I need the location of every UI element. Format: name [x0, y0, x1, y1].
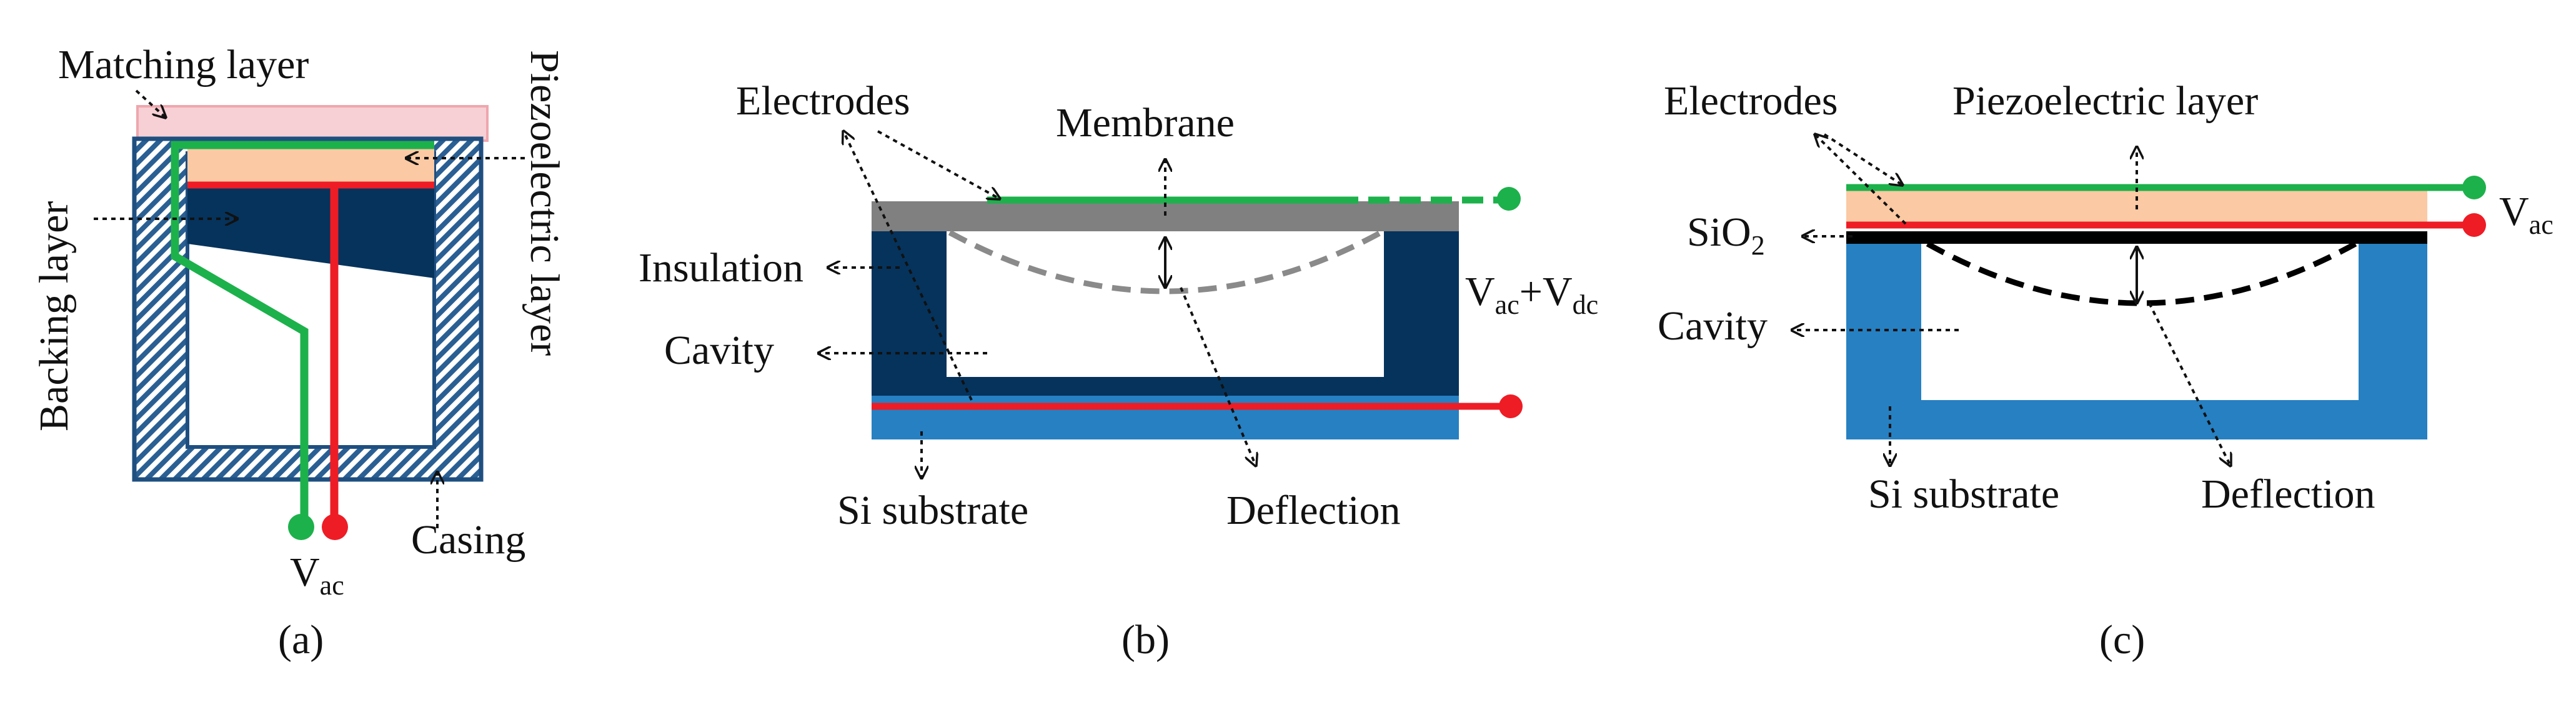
deflection-label-b: Deflection: [1226, 488, 1401, 533]
electrodes-arrow-2: [843, 131, 973, 401]
electrodes-arrow-1: [877, 130, 1000, 199]
wire-green: [171, 141, 434, 525]
vac-label: Vac: [290, 549, 344, 601]
electrodes-arrow-c1: [1823, 133, 1902, 185]
sio2-label: SiO2: [1687, 209, 1765, 261]
backing-layer-shape: [187, 188, 434, 278]
electrodes-arrow-c2: [1815, 134, 1907, 225]
membrane-label: Membrane: [1056, 100, 1235, 146]
terminal-green: [288, 514, 314, 540]
caption-a: (a): [278, 617, 324, 663]
deflection-arrow-b: [1180, 287, 1256, 466]
insulation-label: Insulation: [639, 245, 803, 291]
si-substrate-shape: [872, 393, 1459, 439]
vac-label-c: Vac: [2499, 189, 2554, 240]
caption-b: (b): [1121, 617, 1170, 663]
matching-arrow: [135, 89, 166, 118]
terminal-green-b: [1497, 187, 1521, 211]
piezoelectric-layer-label: Piezoelectric layer: [522, 50, 567, 356]
matching-layer-label: Matching layer: [58, 42, 309, 88]
cavity-label-b: Cavity: [664, 328, 774, 373]
deflection-curve-b: [948, 230, 1383, 294]
si-substrate-label-c: Si substrate: [1868, 471, 2059, 517]
piezoelectric-layer-shape: [187, 147, 434, 188]
terminal-red-c: [2462, 213, 2486, 237]
terminal-red: [322, 514, 348, 540]
terminal-red-b: [1499, 394, 1523, 418]
vac-vdc-label: Vac+Vdc: [1465, 269, 1598, 320]
matching-layer-shape: [136, 105, 489, 142]
backing-layer-label: Backing layer: [31, 201, 77, 431]
casing-label: Casing: [411, 517, 525, 563]
panel-b: Electrodes Membrane Insulation Cavity Si…: [639, 78, 1598, 663]
deflection-curve-c: [1926, 241, 2357, 306]
cavity-label-c: Cavity: [1658, 303, 1768, 349]
electrodes-label-c: Electrodes: [1664, 78, 1838, 124]
panel-c: Electrodes Piezoelectric layer SiO2 Cavi…: [1658, 78, 2554, 663]
deflection-label-c: Deflection: [2201, 471, 2375, 517]
si-substrate-label-b: Si substrate: [837, 488, 1028, 533]
terminal-green-c: [2462, 176, 2486, 199]
electrodes-label-b: Electrodes: [736, 78, 910, 124]
panel-a: Matching layer Piezoelectric layer Backi…: [31, 42, 567, 663]
piezoelectric-layer-label-c: Piezoelectric layer: [1952, 78, 2258, 124]
sio2-layer-shape: [1846, 231, 2427, 244]
caption-c: (c): [2099, 617, 2145, 663]
deflection-arrow-c: [2148, 303, 2230, 466]
cavity-shape-c: [1921, 241, 2359, 400]
